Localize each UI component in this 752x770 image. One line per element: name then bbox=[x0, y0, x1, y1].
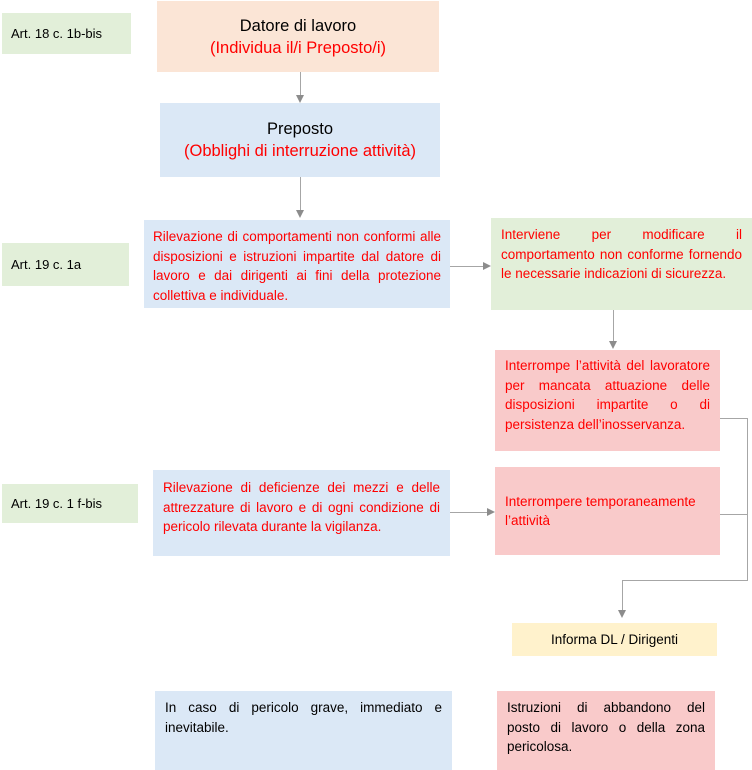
node-informa-dl-dirigenti: Informa DL / Dirigenti bbox=[512, 623, 717, 656]
node-preposto: Preposto (Obblighi di interruzione attiv… bbox=[160, 103, 440, 177]
connector-interrompe-elbow bbox=[720, 418, 748, 419]
arrow-right-icon bbox=[483, 262, 491, 270]
node-istruzioni-abbandono: Istruzioni di abbandono del posto di lav… bbox=[497, 691, 715, 770]
connector-interviene-interrompe bbox=[613, 310, 614, 341]
node-preposto-title: Preposto bbox=[266, 120, 334, 138]
node-interviene: Interviene per modificare il comportamen… bbox=[491, 218, 752, 310]
arrow-right-icon bbox=[487, 508, 495, 516]
connector-rilevazione-interviene bbox=[450, 266, 483, 267]
node-datore-subtitle: (Individua il/i Preposto/i) bbox=[209, 38, 387, 57]
connector-preposto-rilevazione bbox=[300, 177, 301, 211]
law-label-art19-1-f-bis: Art. 19 c. 1 f-bis bbox=[2, 484, 138, 523]
arrow-down-icon bbox=[296, 210, 304, 218]
node-rilevazione-comportamenti: Rilevazione di comportamenti non conform… bbox=[144, 220, 450, 308]
connector-deficienze-interrompere bbox=[450, 512, 487, 513]
connector-right-vertical bbox=[747, 418, 748, 581]
arrow-down-icon bbox=[296, 95, 304, 103]
connector-bottom-horizontal bbox=[622, 580, 748, 581]
node-preposto-subtitle: (Obblighi di interruzione attività) bbox=[183, 142, 417, 160]
node-interrompe-attivita: Interrompe l’attività del lavoratore per… bbox=[495, 350, 720, 451]
node-rilevazione-deficienze: Rilevazione di deficienze dei mezzi e de… bbox=[153, 470, 450, 556]
connector-datore-preposto bbox=[300, 72, 301, 96]
node-datore-di-lavoro: Datore di lavoro (Individua il/i Prepost… bbox=[157, 1, 439, 72]
arrow-down-icon bbox=[609, 341, 617, 349]
node-pericolo-grave: In caso di pericolo grave, immediato e i… bbox=[155, 691, 452, 770]
node-datore-title: Datore di lavoro bbox=[239, 16, 357, 35]
law-label-art18-1b-bis: Art. 18 c. 1b-bis bbox=[2, 13, 131, 54]
law-label-art19-1a: Art. 19 c. 1a bbox=[2, 243, 129, 286]
arrow-down-icon bbox=[618, 610, 626, 618]
connector-informa-vertical bbox=[622, 580, 623, 610]
connector-interrompere-elbow bbox=[720, 514, 748, 515]
node-interrompere-temporaneamente: Interrompere temporaneamente l’attività bbox=[495, 467, 720, 555]
